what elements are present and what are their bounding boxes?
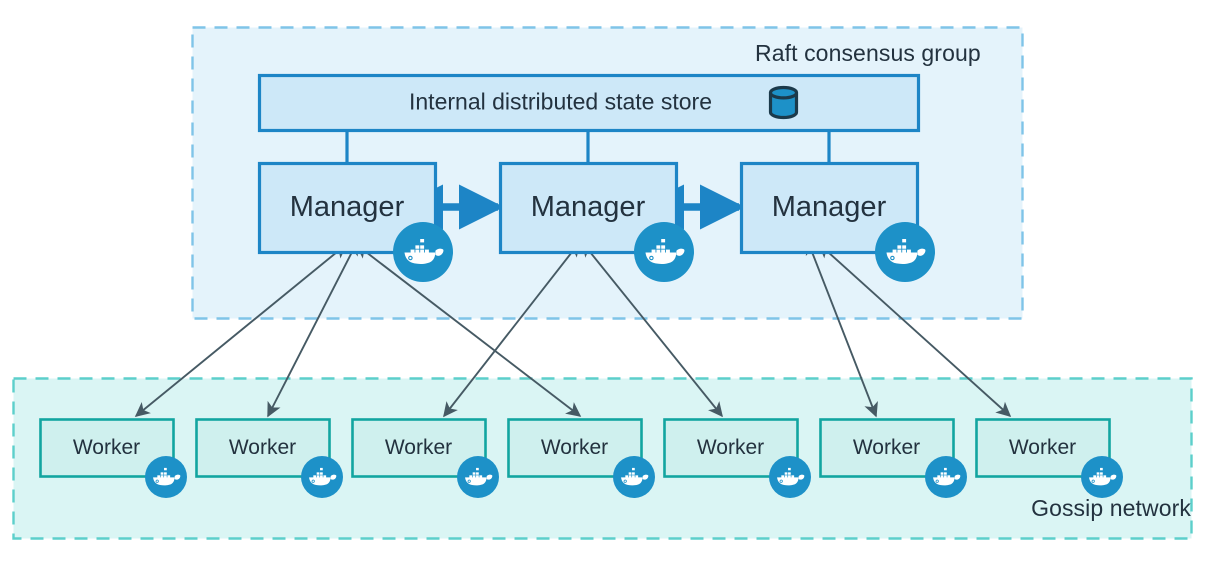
- docker-whale-icon: [634, 222, 694, 282]
- docker-whale-icon: [925, 456, 967, 498]
- worker-3-label: Worker: [385, 436, 452, 459]
- docker-whale-icon: [301, 456, 343, 498]
- state-store[interactable]: Internal distributed state store: [257, 73, 921, 133]
- worker-7[interactable]: Worker: [975, 418, 1111, 478]
- worker-7-label: Worker: [1009, 436, 1076, 459]
- docker-whale-icon: [875, 222, 935, 282]
- manager-3[interactable]: Manager: [739, 161, 920, 255]
- docker-whale-icon: [613, 456, 655, 498]
- manager-1-label: Manager: [290, 191, 405, 223]
- docker-whale-icon: [769, 456, 811, 498]
- docker-whale-icon: [457, 456, 499, 498]
- docker-whale-icon: [145, 456, 187, 498]
- worker-2-label: Worker: [229, 436, 296, 459]
- manager-3-label: Manager: [772, 191, 887, 223]
- worker-1-label: Worker: [73, 436, 140, 459]
- manager-3-box: [739, 161, 920, 255]
- manager-2-label: Manager: [531, 191, 646, 223]
- docker-whale-icon: [1081, 456, 1123, 498]
- worker-1[interactable]: Worker: [39, 418, 175, 478]
- group-label-gossip: Gossip network: [1031, 495, 1191, 521]
- group-label-raft: Raft consensus group: [755, 40, 981, 66]
- worker-4-box: [507, 418, 643, 478]
- worker-4-label: Worker: [541, 436, 608, 459]
- worker-5-label: Worker: [697, 436, 764, 459]
- state-store-box: [257, 73, 921, 133]
- database-cylinder-icon: [768, 85, 799, 120]
- state-store-label: Internal distributed state store: [409, 89, 712, 115]
- worker-6[interactable]: Worker: [819, 418, 955, 478]
- worker-6-label: Worker: [853, 436, 920, 459]
- docker-whale-icon: [393, 222, 453, 282]
- worker-6-box: [819, 418, 955, 478]
- worker-4[interactable]: Worker: [507, 418, 643, 478]
